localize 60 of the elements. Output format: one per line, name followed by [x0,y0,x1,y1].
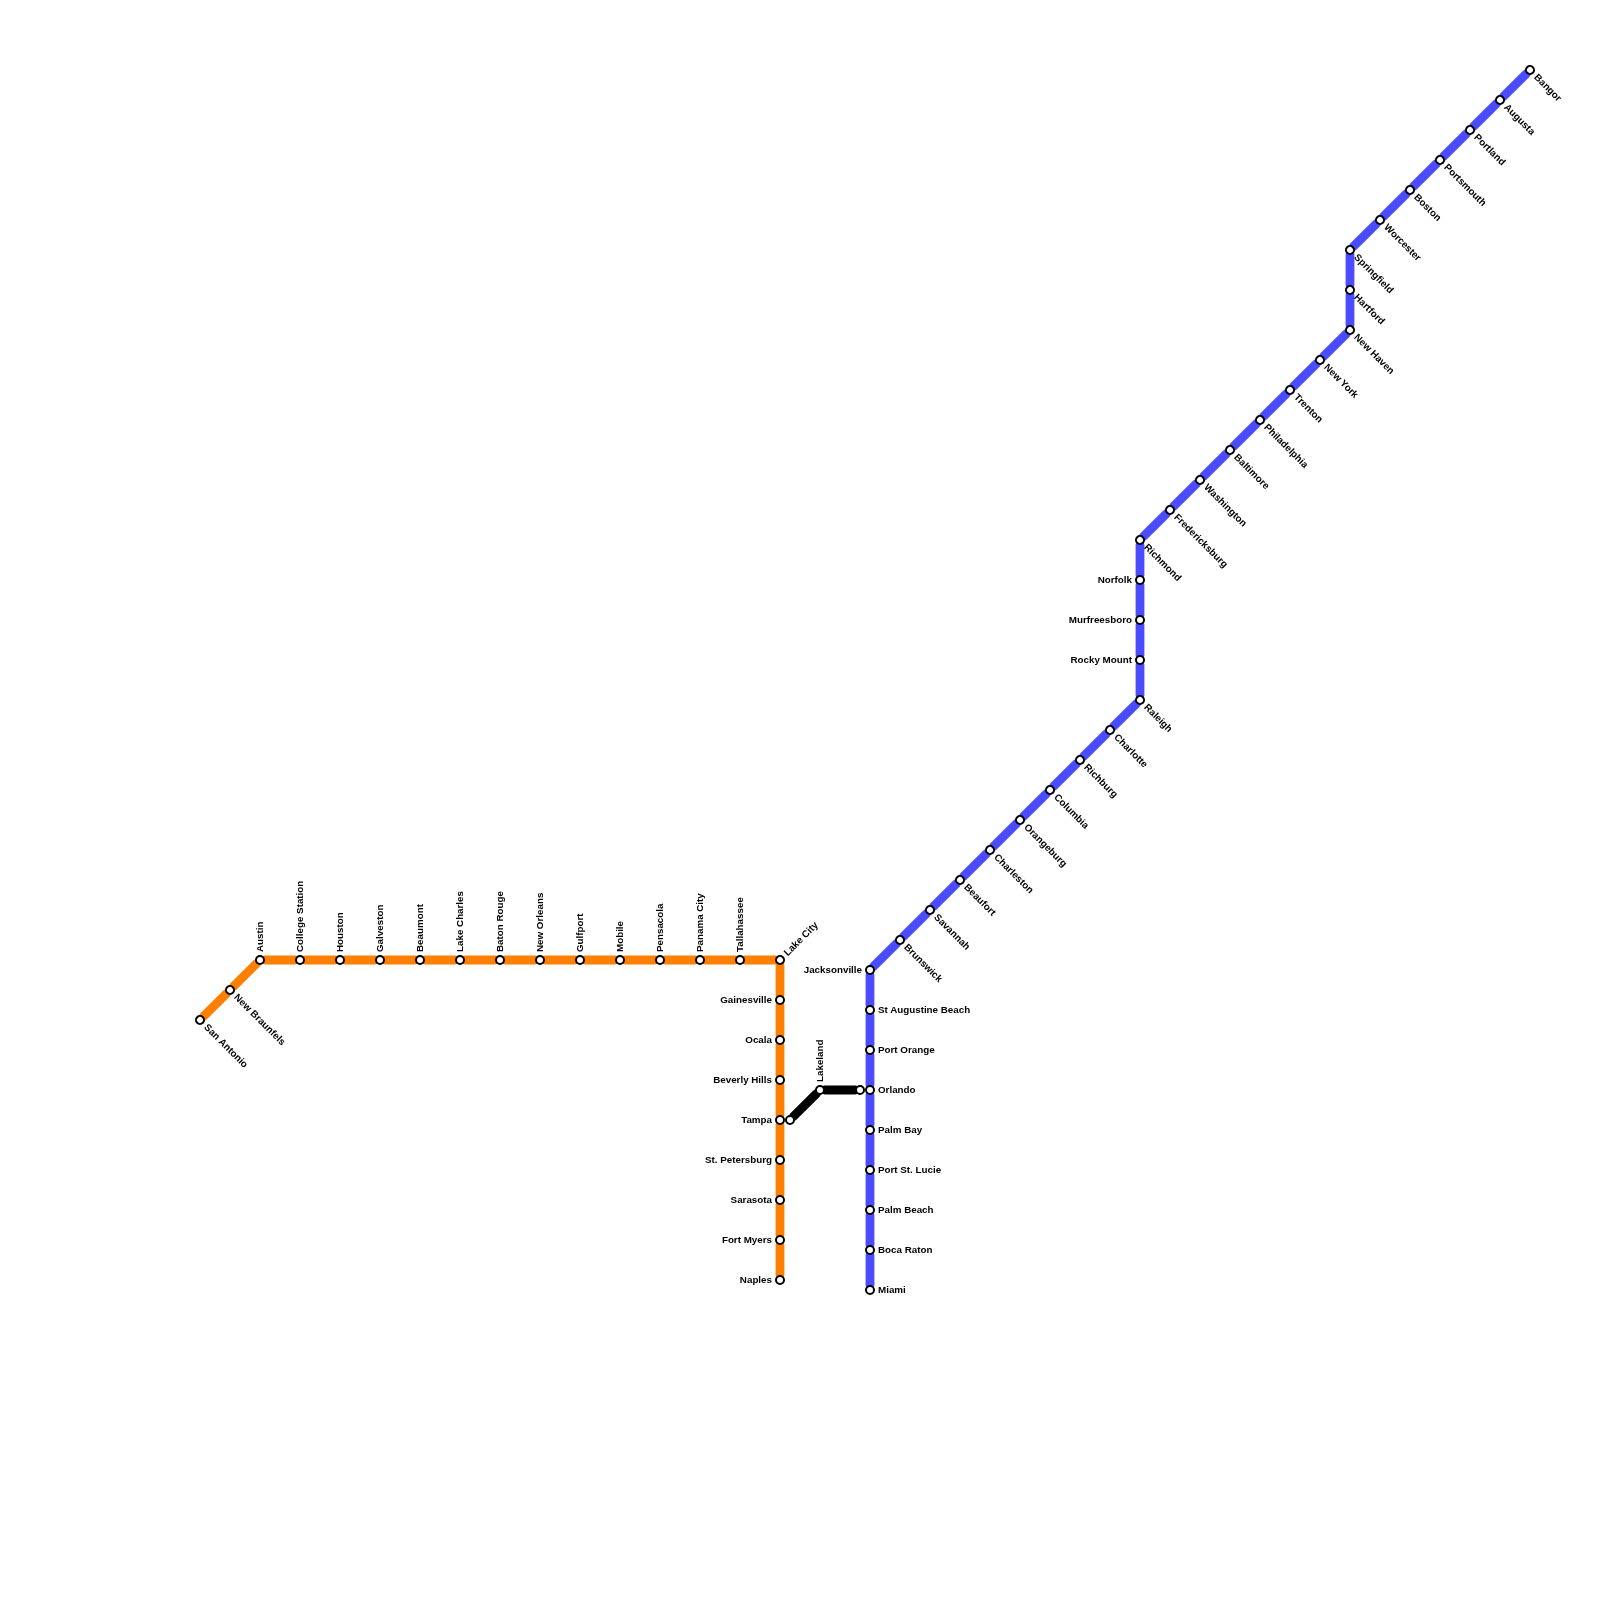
station-label: Miami [878,1284,906,1296]
station-label: Jacksonville [803,964,862,976]
route-line [1049,759,1081,791]
route-line [899,909,931,941]
station-label: St. Petersburg [705,1154,772,1166]
route-line [1349,219,1381,251]
station-label: Palm Bay [878,1124,923,1136]
station-label: Tallahassee [734,897,746,952]
station-label: College Station [294,880,306,952]
station-label: St Augustine Beach [878,1004,971,1016]
station-label: Panama City [694,893,706,952]
station-label: Galveston [374,904,386,952]
station-label: Sarasota [730,1194,772,1206]
station-label: Tampa [741,1114,772,1126]
route-line [1229,419,1261,451]
station-label: Port Orange [878,1044,935,1056]
route-line [199,989,231,1021]
station-label: Orlando [878,1084,916,1096]
route-line [1439,129,1471,161]
route-line [1289,359,1321,391]
route-line [1319,329,1351,361]
route-line [229,959,261,991]
station-label: Mobile [614,920,626,952]
station-label: Beaumont [414,904,426,952]
station-label: New Orleans [534,892,546,952]
route-line [1019,789,1051,821]
station-label: Lake Charles [454,891,466,952]
station-label: Fort Myers [721,1234,772,1246]
station-label: Rocky Mount [1070,654,1132,666]
route-line [789,1089,821,1121]
station-label: Norfolk [1097,574,1132,586]
station-label: Austin [254,921,266,952]
station-label: Gainesville [720,994,772,1006]
station-label: Murfreesboro [1068,614,1132,626]
route-line [989,819,1021,851]
route-line [1079,729,1111,761]
station-label: Baton Rouge [494,891,506,952]
station-icon [785,1115,795,1125]
station-label: Palm Beach [878,1204,934,1216]
route-line [1139,509,1171,541]
route-line [869,939,901,971]
station-label: Beverly Hills [713,1074,772,1086]
route-line [1499,69,1531,101]
route-line [1199,449,1231,481]
route-line [1379,189,1411,221]
route-line [1109,699,1141,731]
route-line [929,879,961,911]
station-label: Gulfport [574,913,586,952]
station-label: Houston [334,912,346,952]
station-label: Port St. Lucie [878,1164,942,1176]
route-line [1259,389,1291,421]
station-label: Boca Raton [878,1244,933,1256]
route-line [959,849,991,881]
station-label: Pensacola [654,903,666,952]
route-line [1409,159,1441,191]
route-line [1169,479,1201,511]
station-label: Naples [739,1274,772,1286]
station-label: Lakeland [814,1039,826,1082]
route-line [1469,99,1501,131]
station-label: Ocala [745,1034,772,1046]
